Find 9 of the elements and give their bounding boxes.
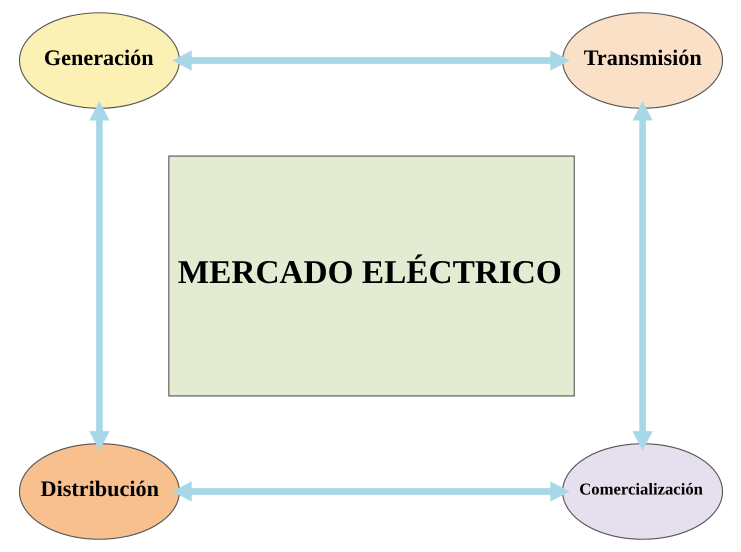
node-ellipse: Distribución [18,443,180,540]
node-ellipse: Transmisión [562,12,723,109]
arrow [172,481,570,502]
arrow [88,101,110,451]
arrow [172,50,570,71]
node-ellipse: Comercialización [562,443,723,540]
arrow [632,101,652,451]
node-ellipse: Generación [18,12,180,109]
node-box: MERCADO ELÉCTRICO [168,155,574,397]
